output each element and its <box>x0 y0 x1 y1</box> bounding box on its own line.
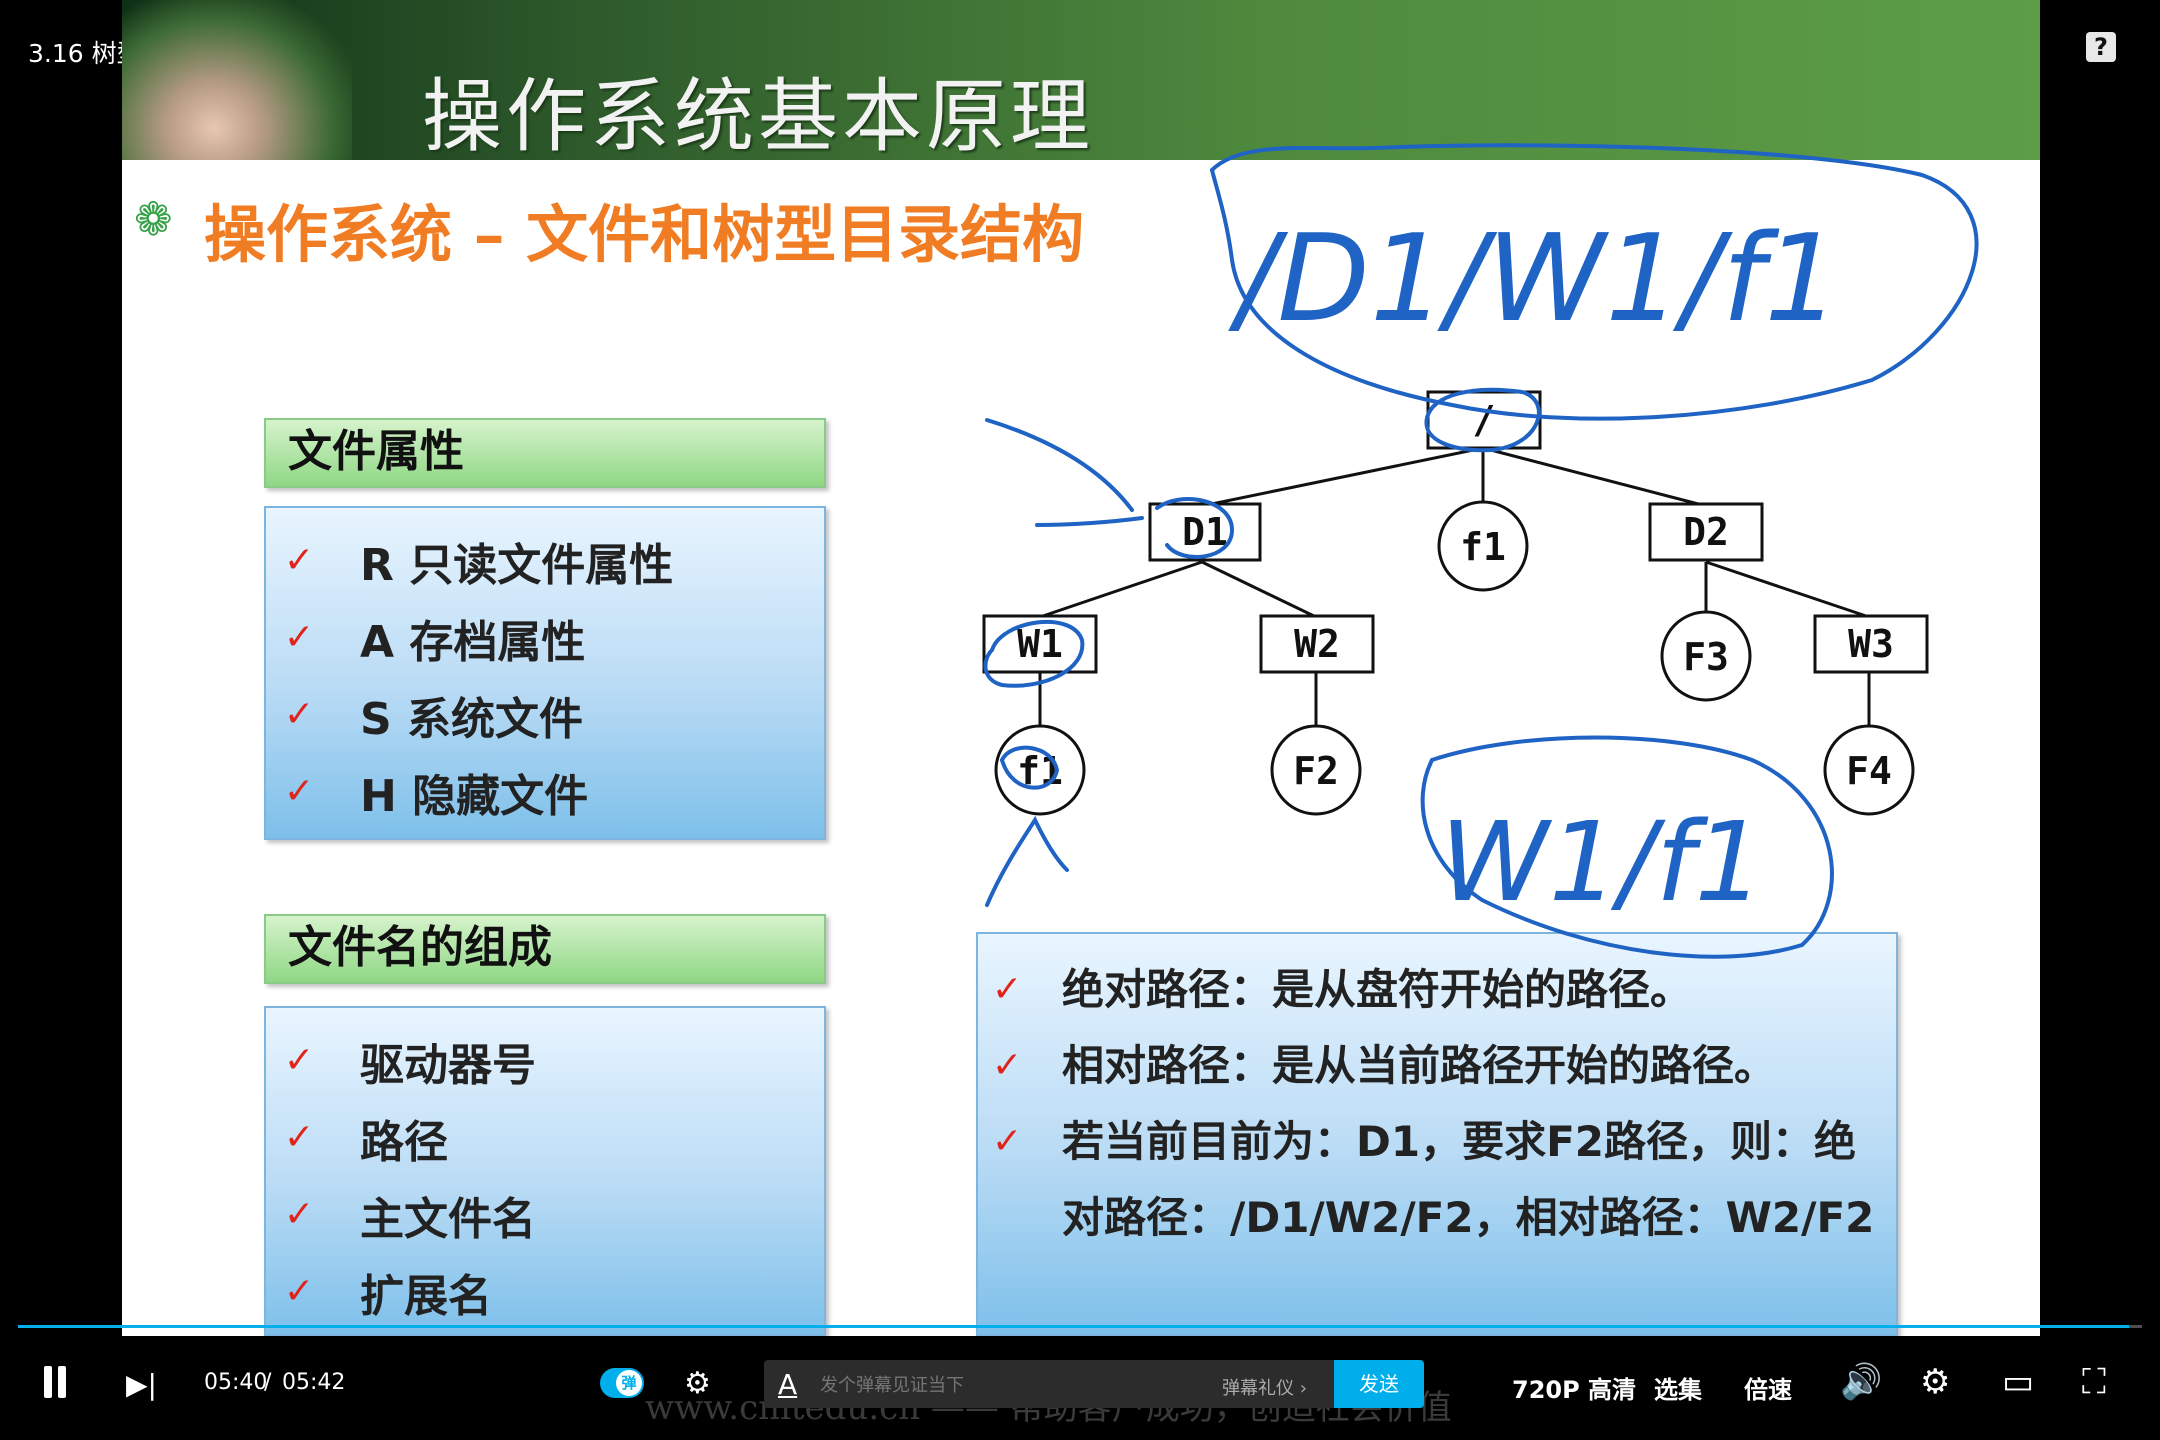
pause-button[interactable] <box>44 1366 72 1398</box>
list-item: ✓S 系统文件 <box>266 676 824 753</box>
list-item: ✓扩展名 <box>266 1253 824 1330</box>
flower-bullet-icon: ❁ <box>134 192 173 246</box>
tree-node: F4 <box>1846 749 1892 793</box>
tree-node: D1 <box>1182 510 1228 554</box>
tree-node: F3 <box>1683 635 1729 679</box>
danmaku-etiquette-link[interactable]: 弹幕礼仪 › <box>1222 1378 1307 1399</box>
list-item: ✓相对路径：是从当前路径开始的路径。 <box>978 1028 1896 1104</box>
tree-node: W1 <box>1017 622 1063 666</box>
slide-header <box>122 0 2040 160</box>
tree-node: W3 <box>1848 622 1894 666</box>
check-icon: ✓ <box>284 771 315 812</box>
speed-button[interactable]: 倍速 <box>1744 1376 1792 1404</box>
check-icon: ✓ <box>284 1271 315 1312</box>
font-style-icon[interactable]: A <box>778 1368 798 1401</box>
quality-button[interactable]: 720P 高清 <box>1512 1376 1637 1404</box>
path-box: ✓绝对路径：是从盘符开始的路径。 ✓相对路径：是从当前路径开始的路径。 ✓若当前… <box>976 932 1898 1336</box>
list-item: ✓R 只读文件属性 <box>266 522 824 599</box>
check-icon: ✓ <box>284 694 315 735</box>
episodes-button[interactable]: 选集 <box>1654 1376 1702 1404</box>
tree-node: W2 <box>1294 622 1340 666</box>
tree-node: F2 <box>1293 749 1339 793</box>
check-icon: ✓ <box>284 617 315 658</box>
filename-box: ✓驱动器号 ✓路径 ✓主文件名 ✓扩展名 <box>264 1006 826 1336</box>
danmaku-toggle[interactable]: 弹 <box>600 1368 644 1398</box>
slide-title: 操作系统基本原理 <box>422 70 1094 163</box>
list-item: ✓路径 <box>266 1099 824 1176</box>
fullscreen-icon[interactable]: ⛶ <box>2082 1362 2106 1402</box>
danmaku-settings-icon[interactable]: ⚙ <box>684 1366 711 1401</box>
check-icon: ✓ <box>992 1121 1023 1162</box>
check-icon: ✓ <box>992 1045 1023 1086</box>
list-item: ✓H 隐藏文件 <box>266 753 824 830</box>
check-icon: ✓ <box>284 1194 315 1235</box>
settings-gear-icon[interactable]: ⚙ <box>1920 1362 1951 1402</box>
time-total: 05:42 <box>282 1370 346 1395</box>
attributes-header: 文件属性 <box>264 418 826 488</box>
handwritten-relative-path: W1/f1 <box>1440 798 1765 926</box>
time-current: 05:40 <box>204 1370 268 1395</box>
check-icon: ✓ <box>992 969 1023 1010</box>
check-icon: ✓ <box>284 1117 315 1158</box>
header-photo <box>122 0 352 160</box>
pause-icon <box>44 1366 52 1398</box>
list-item: ✓驱动器号 <box>266 1022 824 1099</box>
handwritten-absolute-path: /D1/W1/f1 <box>1228 210 1841 349</box>
filename-header: 文件名的组成 <box>264 914 826 984</box>
question-icon[interactable]: ? <box>2086 32 2116 62</box>
progress-fill <box>18 1325 2130 1328</box>
next-episode-icon[interactable]: ▶︎| <box>126 1368 157 1401</box>
check-icon: ✓ <box>284 540 315 581</box>
slide: 操作系统基本原理 ❁ 操作系统 – 文件和树型目录结构 文件属性 ✓R 只读文件… <box>122 0 2040 1336</box>
send-button[interactable]: 发送 <box>1334 1360 1424 1408</box>
slide-subtitle: 操作系统 – 文件和树型目录结构 <box>204 198 1085 271</box>
directory-tree: / D1 f1 D2 W1 W2 F3 W3 f1 F2 F4 /D1/W1/f… <box>982 143 1979 959</box>
check-icon: ✓ <box>284 1040 315 1081</box>
tree-node: f1 <box>1460 525 1506 569</box>
tree-node: / <box>1473 398 1496 442</box>
list-item: ✓若当前目前为：D1，要求F2路径，则：绝对路径：/D1/W2/F2，相对路径：… <box>978 1104 1896 1256</box>
time-separator: / <box>264 1370 272 1395</box>
volume-icon[interactable]: 🔊 <box>1840 1362 1883 1402</box>
list-item: ✓绝对路径：是从盘符开始的路径。 <box>978 952 1896 1028</box>
picture-in-picture-icon[interactable]: ▭ <box>2002 1362 2035 1402</box>
attributes-box: ✓R 只读文件属性 ✓A 存档属性 ✓S 系统文件 ✓H 隐藏文件 <box>264 506 826 840</box>
tree-node: D2 <box>1683 510 1729 554</box>
list-item: ✓A 存档属性 <box>266 599 824 676</box>
danmaku-input[interactable] <box>818 1368 1202 1402</box>
list-item: ✓主文件名 <box>266 1176 824 1253</box>
